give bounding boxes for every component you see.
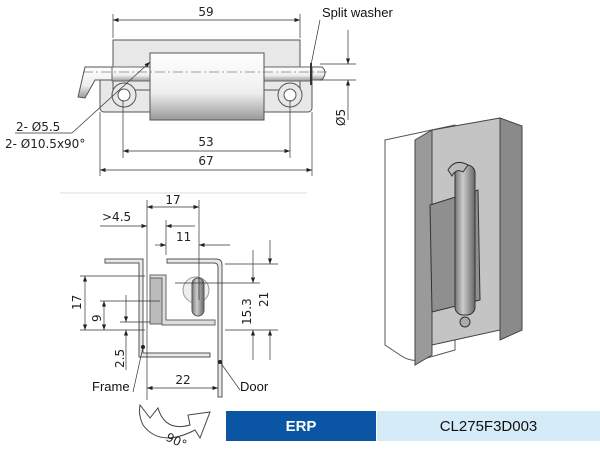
dim-2-5: 2.5 xyxy=(113,349,127,368)
dim-53: 53 xyxy=(198,135,213,149)
dim-pin-diameter: Ø5 xyxy=(334,109,348,126)
dim-gap: >4.5 xyxy=(102,210,131,224)
pin-section xyxy=(191,277,205,317)
split-washer-leader xyxy=(310,19,321,66)
dim-17-top: 17 xyxy=(165,193,180,207)
frame-channel-left xyxy=(414,129,433,366)
dim-11: 11 xyxy=(176,230,191,244)
frame-label: Frame xyxy=(92,379,130,394)
hole-right xyxy=(283,88,297,102)
hole-left xyxy=(117,88,131,102)
rotation-label: 90° xyxy=(164,430,189,450)
hinge-knuckle-3d xyxy=(454,164,476,316)
hole-note-2: 2- Ø10.5x90° xyxy=(5,137,85,151)
erp-label: ERP xyxy=(226,411,376,441)
split-washer-3d xyxy=(459,316,471,328)
section-view: 17 >4.5 11 22 17 9 2.5 15.3 21 Frame Doo… xyxy=(70,193,278,450)
dim-15-3: 15.3 xyxy=(240,298,254,325)
dim-21: 21 xyxy=(257,292,271,307)
part-code: CL275F3D003 xyxy=(377,411,600,441)
top-view: 59 53 67 Ø5 Split washer 2- Ø5.5 2- Ø10.… xyxy=(5,5,393,176)
hinge-leaf xyxy=(149,52,265,121)
frame-channel-right xyxy=(499,117,523,341)
rotation-arrow-icon xyxy=(138,403,211,440)
hole-note-1: 2- Ø5.5 xyxy=(16,120,60,134)
door-label: Door xyxy=(240,379,269,394)
split-washer-label: Split washer xyxy=(322,5,393,20)
dim-67: 67 xyxy=(198,154,213,168)
pin-bent-3d xyxy=(447,161,469,177)
door-profile xyxy=(166,258,223,398)
pin-tip xyxy=(311,66,326,81)
dim-22: 22 xyxy=(175,373,190,387)
dim-9: 9 xyxy=(90,314,104,322)
dim-59: 59 xyxy=(198,5,213,19)
dim-17-left: 17 xyxy=(70,295,84,310)
frame-profile xyxy=(104,258,211,358)
hinge-3d-view xyxy=(384,117,523,366)
